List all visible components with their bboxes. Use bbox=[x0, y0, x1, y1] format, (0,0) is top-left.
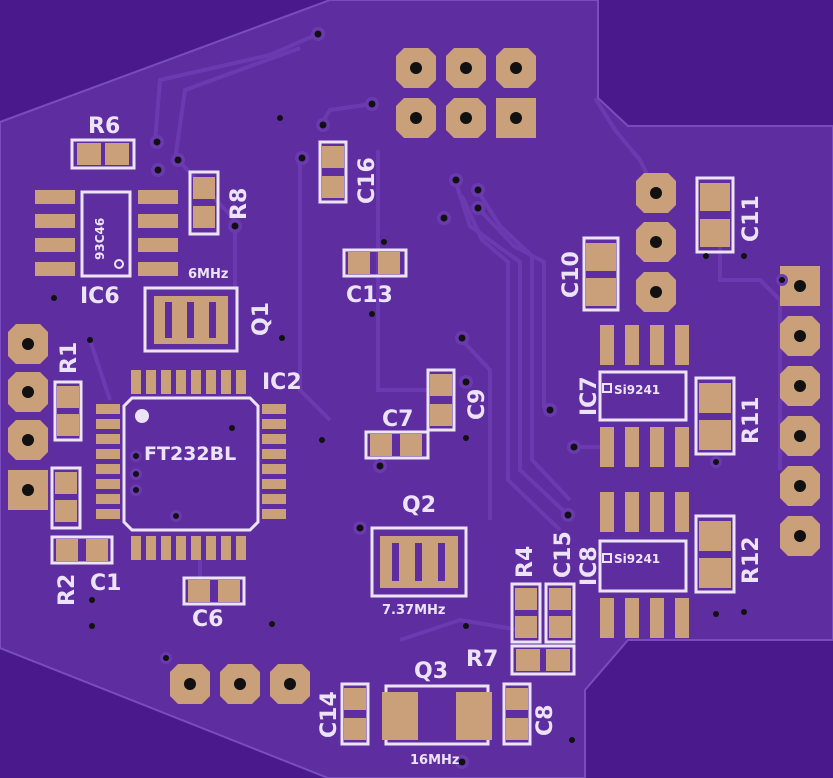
traces bbox=[88, 32, 782, 642]
label-r8: R8 bbox=[227, 188, 252, 220]
header-left bbox=[8, 324, 48, 510]
header-top bbox=[396, 48, 536, 138]
label-c14: C14 bbox=[317, 691, 342, 738]
ic8-si9241 bbox=[598, 492, 689, 638]
label-r12: R12 bbox=[739, 536, 764, 584]
ic7-si9241 bbox=[598, 325, 689, 467]
label-q3-freq: 16MHz bbox=[410, 753, 459, 768]
label-q2: Q2 bbox=[402, 493, 436, 518]
c1-capacitor bbox=[50, 535, 114, 565]
r2-resistor bbox=[50, 466, 82, 530]
c8-capacitor bbox=[502, 682, 532, 746]
r11-resistor bbox=[694, 376, 736, 456]
label-c11: C11 bbox=[739, 195, 764, 242]
r7-resistor bbox=[510, 644, 576, 676]
label-c16: C16 bbox=[355, 157, 380, 204]
c9-capacitor bbox=[426, 368, 456, 432]
label-r2: R2 bbox=[55, 574, 80, 606]
label-ic2-part: FT232BL bbox=[144, 443, 236, 465]
q3-crystal bbox=[382, 684, 492, 746]
c15-capacitor bbox=[544, 582, 576, 644]
label-c8: C8 bbox=[533, 705, 558, 736]
label-q3: Q3 bbox=[414, 659, 448, 684]
label-c15: C15 bbox=[551, 531, 576, 578]
label-ic7-part: Si9241 bbox=[614, 383, 660, 397]
label-ic2: IC2 bbox=[262, 370, 302, 395]
label-ic8-part: Si9241 bbox=[614, 552, 660, 566]
q1-crystal bbox=[143, 286, 239, 353]
r8-resistor bbox=[188, 170, 220, 236]
c13-capacitor bbox=[342, 248, 408, 278]
vias bbox=[130, 27, 788, 769]
r6-resistor bbox=[70, 138, 136, 170]
label-c6: C6 bbox=[192, 607, 223, 632]
c11-capacitor bbox=[695, 176, 735, 254]
label-r11: R11 bbox=[739, 396, 764, 444]
label-c1: C1 bbox=[90, 571, 121, 596]
stitch-vias bbox=[51, 115, 747, 743]
c10-capacitor bbox=[582, 236, 620, 312]
label-q1: Q1 bbox=[249, 302, 274, 336]
label-r7: R7 bbox=[466, 647, 498, 672]
c16-capacitor bbox=[318, 140, 348, 204]
label-c9: C9 bbox=[465, 389, 490, 420]
q2-crystal bbox=[370, 526, 468, 598]
header-right bbox=[780, 266, 820, 556]
r4-resistor bbox=[510, 582, 542, 644]
c14-capacitor bbox=[340, 682, 370, 746]
label-q1-freq: 6MHz bbox=[188, 267, 228, 282]
label-c10: C10 bbox=[559, 251, 584, 298]
label-ic6: IC6 bbox=[80, 284, 120, 309]
r12-resistor bbox=[694, 514, 736, 594]
r1-resistor bbox=[53, 380, 83, 442]
label-r1: R1 bbox=[57, 342, 82, 374]
label-q2-freq: 7.37MHz bbox=[382, 603, 445, 618]
c7-capacitor bbox=[364, 430, 430, 460]
label-ic6-part: 93C46 bbox=[93, 218, 107, 260]
ic6-93c46 bbox=[35, 190, 178, 278]
label-ic7: IC7 bbox=[577, 376, 602, 416]
label-ic8: IC8 bbox=[577, 546, 602, 586]
header-bottom bbox=[170, 664, 310, 704]
label-c13: C13 bbox=[346, 283, 393, 308]
label-r4: R4 bbox=[513, 546, 538, 578]
label-r6: R6 bbox=[88, 114, 120, 139]
ic2-ft232bl bbox=[96, 370, 286, 560]
header-middle-right bbox=[636, 173, 676, 312]
label-c7: C7 bbox=[382, 407, 413, 432]
c6-capacitor bbox=[182, 576, 246, 606]
